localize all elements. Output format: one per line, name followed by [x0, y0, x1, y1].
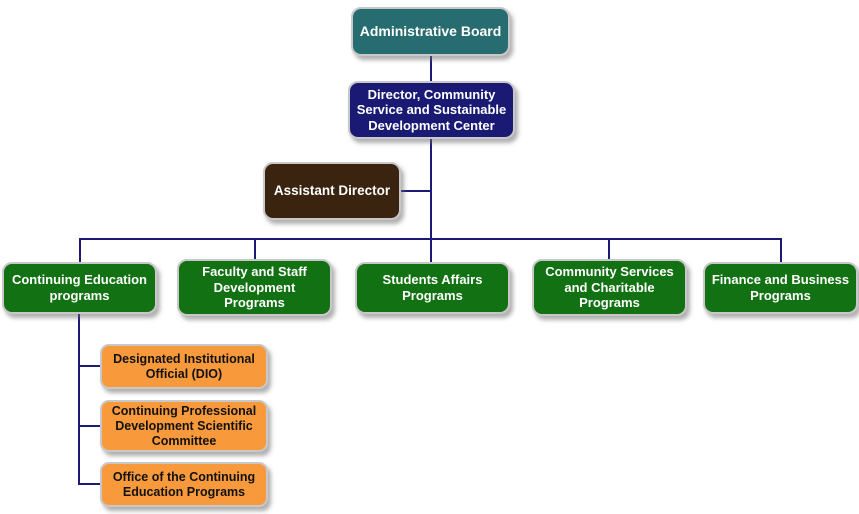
connector-stub-cpd-committee — [79, 425, 100, 427]
org-node-finance-business-programs: Finance and Business Programs — [703, 262, 858, 314]
org-node-students-affairs-programs: Students Affairs Programs — [355, 262, 510, 314]
org-node-label: Faculty and Staff Development Programs — [202, 264, 307, 311]
org-node-label: Community Services and Charitable Progra… — [545, 264, 674, 311]
org-node-label: Finance and Business Programs — [711, 272, 850, 303]
connector-stub-dio — [79, 365, 100, 367]
connector-drop-continuing-education — [79, 239, 81, 262]
org-node-label: Continuing Education programs — [11, 272, 148, 303]
org-node-label: Assistant Director — [273, 182, 391, 198]
connector-drop-students-affairs — [430, 239, 432, 262]
org-node-community-services-charitable-programs: Community Services and Charitable Progra… — [532, 259, 687, 316]
org-node-faculty-staff-development-programs: Faculty and Staff Development Programs — [177, 259, 332, 316]
org-node-continuing-education-programs: Continuing Education programs — [2, 262, 157, 314]
connector-assistant-stub — [400, 190, 430, 192]
org-node-label: Director, Community Service and Sustaina… — [356, 86, 507, 133]
org-node-office-continuing-education-programs: Office of the Continuing Education Progr… — [100, 462, 268, 507]
org-node-director-community-service-center: Director, Community Service and Sustaina… — [348, 81, 515, 139]
org-node-administrative-board: Administrative Board — [351, 7, 510, 56]
org-node-label: Designated Institutional Official (DIO) — [113, 351, 255, 381]
org-node-cpd-scientific-committee: Continuing Professional Development Scie… — [100, 400, 268, 452]
connector-drop-finance-business — [780, 239, 782, 262]
connector-director-to-departments — [430, 138, 432, 239]
connector-board-to-director — [430, 56, 432, 82]
connector-subunits-spine — [78, 314, 80, 485]
org-node-label: Office of the Continuing Education Progr… — [112, 469, 256, 499]
org-node-label: Continuing Professional Development Scie… — [111, 403, 257, 448]
org-node-designated-institutional-official: Designated Institutional Official (DIO) — [100, 344, 268, 389]
connector-stub-education-office — [79, 483, 100, 485]
org-node-assistant-director: Assistant Director — [263, 162, 401, 220]
org-node-label: Students Affairs Programs — [382, 272, 483, 303]
org-node-label: Administrative Board — [359, 23, 502, 40]
connector-drop-faculty-staff — [254, 239, 256, 259]
connector-drop-community-services — [608, 239, 610, 259]
